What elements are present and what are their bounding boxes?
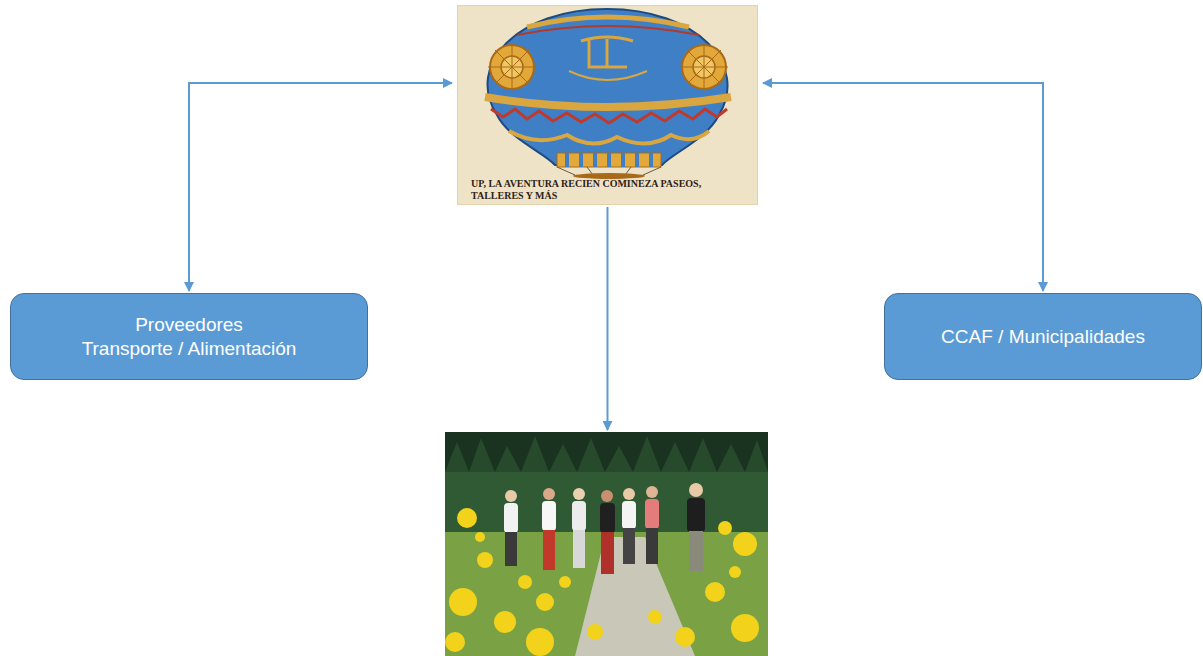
box-label: Proveedores (135, 313, 243, 337)
connector-arrow (607, 207, 609, 430)
box-label: Transporte / Alimentación (82, 337, 297, 361)
walkers-photo (445, 432, 768, 656)
balloon-illustration (457, 5, 758, 205)
image-caption: UP, LA AVENTURA RECIEN COMINEZA PASEOS, … (471, 178, 721, 202)
connector-arrow (189, 83, 452, 291)
balloon-image-node: UP, LA AVENTURA RECIEN COMINEZA PASEOS, … (457, 5, 758, 205)
process-box: ProveedoresTransporte / Alimentación (10, 293, 368, 380)
connector-arrow (763, 83, 1043, 291)
box-label: CCAF / Municipalidades (941, 325, 1145, 349)
process-box: CCAF / Municipalidades (884, 293, 1202, 380)
walkers (504, 483, 705, 574)
photo-node (445, 432, 768, 656)
